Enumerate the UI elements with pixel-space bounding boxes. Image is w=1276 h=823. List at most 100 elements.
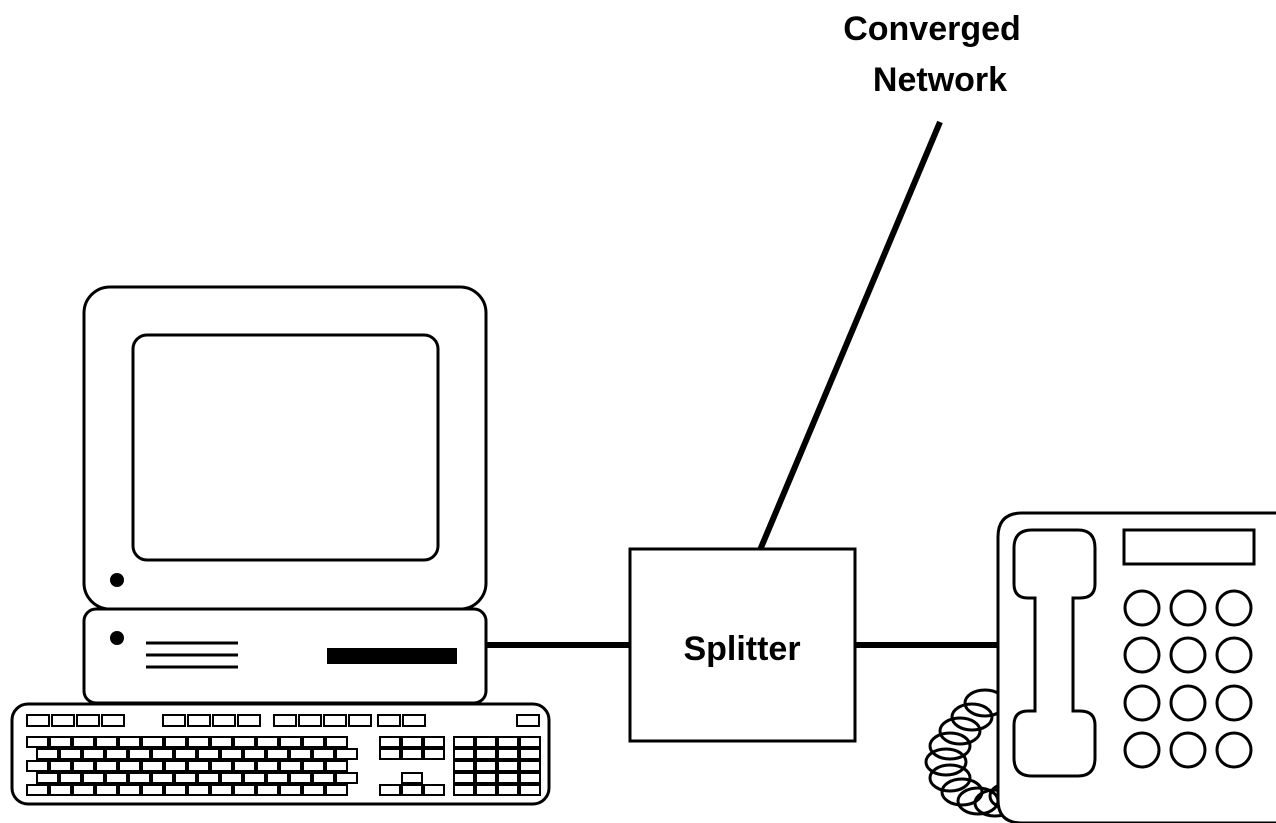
keyboard-key	[164, 736, 187, 748]
keyboard-key	[49, 736, 72, 748]
keyboard-key	[162, 714, 186, 727]
keyboard-key	[519, 760, 541, 772]
keyboard-key	[76, 714, 100, 727]
keyboard-key	[401, 784, 423, 796]
keyboard-key	[453, 736, 475, 748]
keyboard-key	[475, 772, 497, 784]
keyboard-key	[279, 784, 302, 796]
phone-display	[1122, 528, 1256, 566]
phone-cord-coil	[938, 716, 982, 746]
monitor-power-led	[110, 573, 124, 587]
keyboard-key	[323, 714, 347, 727]
keyboard-key	[151, 772, 174, 784]
keyboard-key	[36, 748, 59, 760]
phone-keypad-button	[1169, 636, 1207, 674]
keyboard-key	[72, 784, 95, 796]
phone-cord-coil	[928, 731, 972, 761]
keyboard-key	[519, 784, 541, 796]
keyboard-key	[377, 714, 401, 727]
keyboard-key	[210, 760, 233, 772]
keyboard-key	[379, 784, 401, 796]
phone-cord-coil	[924, 747, 968, 777]
phone-keypad-button	[1123, 684, 1161, 722]
keyboard-key	[210, 736, 233, 748]
desktop-computer-icon	[82, 285, 488, 705]
keyboard-icon	[10, 702, 551, 806]
keyboard-key	[243, 772, 266, 784]
phone-keypad-button	[1123, 636, 1161, 674]
keyboard-key	[266, 772, 289, 784]
keyboard-key	[164, 784, 187, 796]
keyboard-key	[105, 748, 128, 760]
keyboard-key	[95, 784, 118, 796]
phone-cord-coil	[928, 763, 972, 793]
keyboard-key	[312, 772, 335, 784]
keyboard-key	[256, 760, 279, 772]
keyboard-key	[519, 748, 541, 760]
keyboard-key	[516, 714, 540, 727]
phone-keypad-button	[1169, 589, 1207, 627]
keyboard-key	[348, 714, 372, 727]
keyboard-key	[197, 748, 220, 760]
splitter-box: Splitter	[628, 547, 857, 743]
keyboard-key	[72, 736, 95, 748]
keyboard-key	[141, 760, 164, 772]
keyboard-key	[128, 772, 151, 784]
phone-keypad-button	[1215, 684, 1253, 722]
keyboard-key	[453, 784, 475, 796]
network-label-line2: Network	[873, 61, 1007, 99]
keyboard-key	[197, 772, 220, 784]
keyboard-key	[401, 772, 423, 784]
phone-keypad-button	[1169, 731, 1207, 769]
keyboard-key	[402, 714, 426, 727]
keyboard-key	[497, 748, 519, 760]
keyboard-key	[101, 714, 125, 727]
keyboard-key	[256, 736, 279, 748]
keyboard-key	[174, 748, 197, 760]
keyboard-key	[243, 748, 266, 760]
desk-phone-icon	[924, 511, 1276, 823]
keyboard-key	[118, 736, 141, 748]
pc-power-led	[110, 631, 124, 645]
disk-drive-slot	[327, 648, 457, 664]
keyboard-key	[379, 736, 401, 748]
keyboard-key	[453, 772, 475, 784]
keyboard-key	[187, 760, 210, 772]
keyboard-key	[497, 772, 519, 784]
keyboard-key	[164, 760, 187, 772]
keyboard-key	[379, 748, 401, 760]
keyboard-key	[95, 760, 118, 772]
phone-keypad-button	[1123, 589, 1161, 627]
keyboard-key	[475, 736, 497, 748]
keyboard-key	[72, 760, 95, 772]
keyboard-key	[273, 714, 297, 727]
keyboard-key	[325, 784, 348, 796]
keyboard-key	[335, 748, 358, 760]
keyboard-key	[187, 784, 210, 796]
keyboard-key	[312, 748, 335, 760]
phone-cord-coil	[950, 702, 994, 732]
keyboard-key	[187, 736, 210, 748]
keyboard-key	[26, 784, 49, 796]
phone-keypad-button	[1123, 731, 1161, 769]
keyboard-key	[401, 736, 423, 748]
keyboard-key	[453, 760, 475, 772]
keyboard-key	[302, 760, 325, 772]
keyboard-key	[237, 714, 261, 727]
keyboard-key	[82, 748, 105, 760]
keyboard-key	[212, 714, 236, 727]
keyboard-key	[26, 736, 49, 748]
keyboard-key	[49, 760, 72, 772]
phone-keypad-button	[1215, 589, 1253, 627]
keyboard-key	[497, 760, 519, 772]
keyboard-key	[266, 748, 289, 760]
keyboard-key	[233, 784, 256, 796]
keyboard-key	[289, 748, 312, 760]
keyboard-key	[453, 748, 475, 760]
keyboard-key	[302, 736, 325, 748]
keyboard-key	[423, 748, 445, 760]
phone-keypad-button	[1169, 684, 1207, 722]
phone-keypad-button	[1215, 636, 1253, 674]
keyboard-key	[256, 784, 279, 796]
